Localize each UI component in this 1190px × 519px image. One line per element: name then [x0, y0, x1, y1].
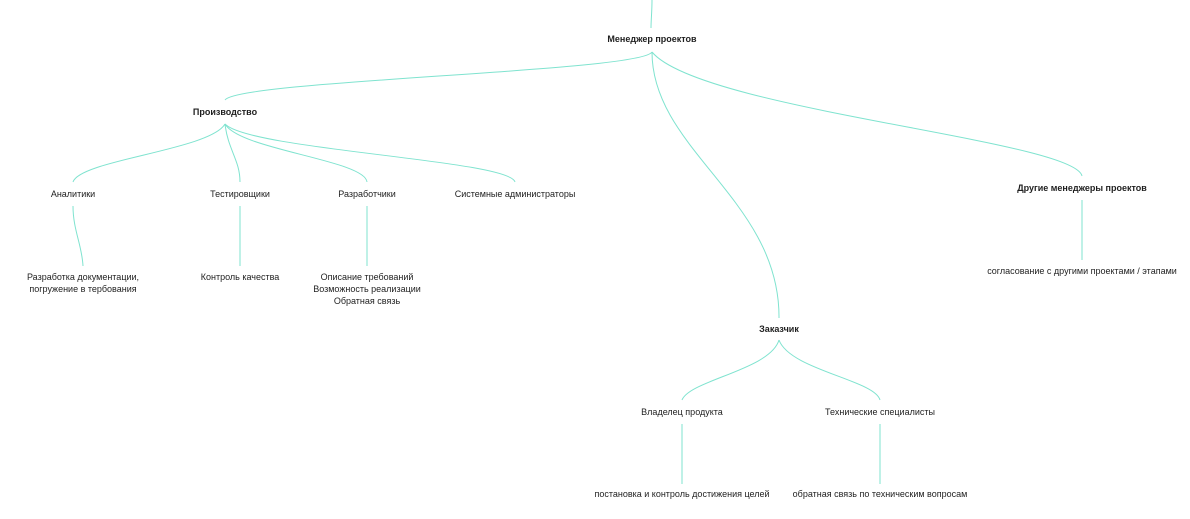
node-analysts[interactable]: Аналитики	[51, 188, 95, 200]
edge-manager-customer	[651, 51, 780, 319]
edge-manager-production	[224, 51, 653, 101]
node-label-line: Обратная связь	[333, 296, 401, 306]
node-developers[interactable]: Разработчики	[338, 188, 396, 200]
node-other-managers[interactable]: Другие менеджеры проектов	[1017, 182, 1147, 194]
node-label: Системные администраторы	[454, 189, 576, 199]
edge-production-sysadmins	[224, 123, 516, 183]
node-label-line: Описание требований	[320, 272, 414, 282]
edge-production-developers	[224, 123, 368, 183]
node-label-line: погружение в тербования	[29, 284, 137, 294]
node-analysts-task[interactable]: Разработка документации, погружение в те…	[27, 271, 139, 295]
node-label-line: Разработка документации,	[26, 272, 140, 282]
node-label: Владелец продукта	[641, 407, 723, 417]
node-developers-task[interactable]: Описание требований Возможность реализац…	[313, 271, 421, 307]
edge-production-testers	[224, 123, 241, 183]
node-tech-specialists-task[interactable]: обратная связь по техническим вопросам	[793, 488, 968, 500]
node-label: постановка и контроль достижения целей	[594, 489, 770, 499]
node-label-line: Возможность реализации	[313, 284, 421, 294]
node-production[interactable]: Производство	[193, 106, 257, 118]
node-label: согласование с другими проектами / этапа…	[987, 266, 1177, 276]
node-testers-task[interactable]: Контроль качества	[201, 271, 280, 283]
node-other-managers-task[interactable]: согласование с другими проектами / этапа…	[987, 265, 1177, 277]
node-tech-specialists[interactable]: Технические специалисты	[825, 406, 935, 418]
edge-customer-product-owner	[681, 339, 780, 401]
node-customer[interactable]: Заказчик	[759, 323, 799, 335]
node-product-owner-task[interactable]: постановка и контроль достижения целей	[594, 488, 769, 500]
node-label: Контроль качества	[200, 272, 280, 282]
node-label: Заказчик	[759, 324, 799, 334]
edge-manager-other-managers	[651, 51, 1083, 177]
edge-analysts-task	[72, 205, 84, 267]
node-label: Тестировщики	[210, 189, 270, 199]
node-project-manager[interactable]: Менеджер проектов	[607, 33, 696, 45]
node-label: Аналитики	[50, 189, 96, 199]
node-label: Технические специалисты	[825, 407, 935, 417]
node-label: Менеджер проектов	[607, 34, 697, 44]
node-sysadmins[interactable]: Системные администраторы	[455, 188, 576, 200]
edge-root-stub	[650, 0, 653, 29]
edge-customer-tech-specialists	[778, 339, 881, 401]
node-product-owner[interactable]: Владелец продукта	[641, 406, 723, 418]
node-label: обратная связь по техническим вопросам	[792, 489, 968, 499]
node-testers[interactable]: Тестировщики	[210, 188, 270, 200]
edge-production-analysts	[72, 123, 226, 183]
node-label: Производство	[192, 107, 258, 117]
node-label: Другие менеджеры проектов	[1017, 183, 1147, 193]
node-label: Разработчики	[338, 189, 396, 199]
